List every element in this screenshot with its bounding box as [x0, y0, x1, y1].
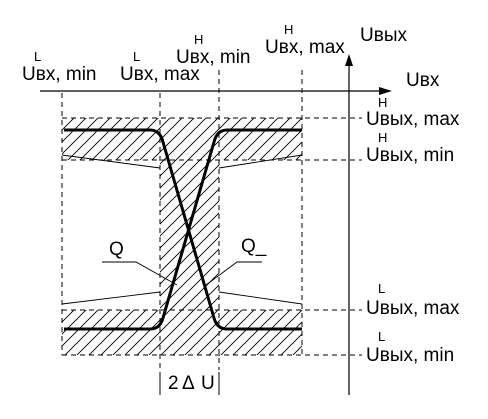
ray-top-right	[218, 154, 303, 169]
input-high-max-label: Uвх, max	[265, 37, 345, 58]
callout-rays	[61, 154, 303, 305]
output-low-max-sup: L	[378, 281, 386, 296]
leader-q	[102, 261, 178, 286]
delta-u-ticks	[159, 372, 220, 395]
output-high-max-label: Uвых, max	[366, 109, 460, 130]
curve-label-leaders	[102, 261, 262, 286]
input-low-min-label: Uвх, min	[22, 64, 97, 85]
output-low-min-sup: L	[378, 329, 386, 344]
output-high-max-sup: H	[378, 95, 388, 110]
output-high-min-label: Uвых, min	[366, 145, 455, 166]
delta-u-prefix: 2	[168, 373, 179, 394]
curve-q-bar-label: Q_	[241, 236, 267, 257]
ray-bottom-right	[218, 291, 303, 305]
input-axis-arrow	[379, 87, 392, 95]
delta-u-suffix: U	[201, 373, 215, 394]
output-axis-arrow	[345, 54, 353, 66]
ray-top-left	[61, 154, 161, 169]
hatch-bottom-band	[62, 310, 302, 355]
input-low-max-label: Uвх, max	[120, 64, 200, 85]
output-low-min-label: Uвых, min	[366, 345, 455, 366]
input-high-min-sup: H	[194, 32, 204, 47]
input-low-max-sup: L	[133, 49, 141, 64]
guide-lines	[61, 70, 362, 370]
curve-q-label: Q	[109, 239, 124, 260]
output-high-min-sup: H	[378, 130, 388, 145]
ray-bottom-left	[61, 291, 161, 305]
hatch-top-band	[62, 118, 302, 160]
curve-q-bar	[64, 128, 302, 331]
input-axis-label: Uвх	[406, 70, 440, 91]
output-axis-label: Uвых	[360, 25, 407, 46]
delta-symbol: Δ	[182, 373, 195, 394]
leader-q-bar	[205, 261, 262, 286]
input-high-max-sup: H	[284, 22, 294, 37]
input-high-min-label: Uвх, min	[176, 47, 251, 68]
axes	[40, 62, 382, 395]
output-low-max-label: Uвых, max	[366, 298, 460, 319]
input-low-min-sup: L	[34, 49, 42, 64]
hatched-region	[62, 118, 302, 355]
